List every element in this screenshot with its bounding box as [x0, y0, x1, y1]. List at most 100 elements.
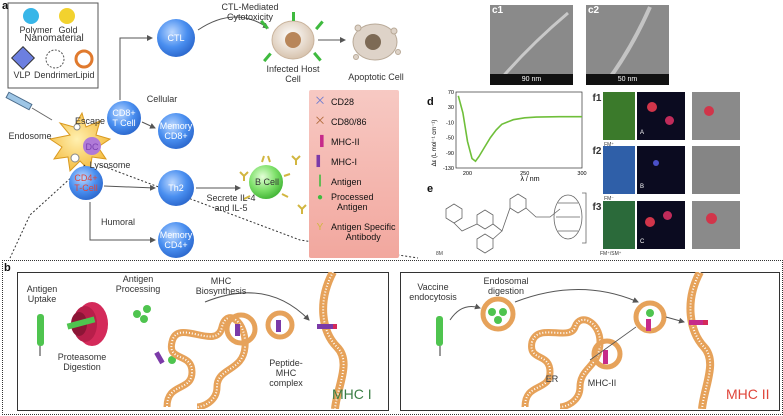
arrow-to-memory-cd8	[141, 121, 156, 129]
legend-item-processed: ● Processed Antigen	[313, 192, 374, 212]
antigen-uptake-label: Antigen Uptake	[26, 284, 58, 304]
polymer-icon	[23, 8, 39, 24]
vlp-label: VLP	[13, 70, 31, 80]
micrograph-c2: 50 nm	[586, 5, 669, 85]
nanomaterial-title: Nanomaterial	[24, 33, 84, 44]
mhc2-icon: ▐	[316, 136, 324, 147]
legend-box: ⨉ CD28 ⨉ CD80/86 ▐ MHC-II ▌ MHC-I ┃ Anti…	[309, 90, 399, 258]
memory-cd8-label: Memory CD8+	[159, 121, 193, 141]
f3-sub: FM⁺/SM⁺	[600, 251, 622, 257]
cd28-icon: ⨉	[316, 96, 324, 107]
f1-fluorescence-image: A	[637, 92, 685, 140]
fiber-strand	[604, 6, 652, 85]
panel-d-letter: d	[427, 96, 434, 108]
apoptotic-cell-icon	[352, 23, 401, 61]
surface-mhc2-icon	[689, 320, 703, 325]
processed-antigen-icon	[133, 310, 141, 318]
panel-a-schematic	[5, 2, 419, 259]
f3-tag: C	[640, 239, 645, 245]
nanomaterial-box	[7, 2, 99, 89]
dendritic-cell-icon	[48, 111, 112, 173]
mhc1-box	[17, 272, 389, 411]
processed-antigen-icon	[140, 315, 148, 323]
proteasome-icon	[66, 302, 108, 346]
panel-b-letter: b	[4, 262, 11, 274]
gold-label: Gold	[58, 25, 78, 35]
f1-3d-render	[603, 92, 635, 140]
syringe-icon	[5, 91, 53, 121]
mhc2-box	[400, 272, 780, 411]
f3-fluorescence-image: C	[637, 201, 685, 249]
y-tick-label: -10	[446, 120, 454, 126]
panel-c2-letter: c2	[588, 5, 600, 16]
infected-host-cell-icon	[260, 12, 324, 63]
th2-cell-icon	[158, 170, 194, 206]
scale-bar-c1: 90 nm	[490, 74, 573, 85]
antibody-icon: Y	[316, 222, 324, 233]
legend-label: Antigen Specific Antibody	[331, 222, 396, 242]
f3-3d-render	[603, 201, 635, 249]
bcell-label: B Cell	[254, 177, 279, 187]
panel-a-letter: a	[2, 0, 9, 12]
ctl-label: CTL	[167, 33, 185, 43]
chart-frame	[455, 91, 583, 169]
antigen-rod-icon	[37, 314, 44, 346]
mhc1-pathway-illustration	[37, 272, 348, 409]
vaccine-rod-icon	[436, 316, 443, 346]
cd8-tcell-icon	[107, 101, 141, 135]
surface-mhc1-icon	[317, 324, 333, 329]
x-tick-label: 250	[520, 171, 529, 177]
gold-icon	[59, 8, 75, 24]
panel-e-letter: e	[427, 183, 434, 195]
f3-overlay-image	[692, 201, 740, 249]
ctl-cell-icon	[157, 19, 195, 57]
plasma-membrane	[319, 272, 348, 409]
arrow-to-memory-cd4	[89, 202, 156, 243]
endosomal-digestion-label: Endosomal digestion	[483, 276, 529, 296]
polymer-label: Polymer	[19, 25, 53, 35]
panel-c1-letter: c1	[492, 5, 504, 16]
legend-label: CD80/86	[331, 116, 367, 127]
f2-sub: FM⁻	[604, 196, 614, 202]
humoral-label: Humoral	[100, 217, 135, 227]
vaccine-endocytosis-label: Vaccine endocytosis	[409, 282, 457, 302]
mhc1-molecule-icon	[235, 324, 240, 336]
arrow-to-th2	[103, 184, 156, 191]
golgi-vesicle	[224, 312, 258, 346]
lysosome-label: Lysosome	[89, 160, 131, 170]
bcell-icon	[243, 155, 291, 200]
cd80-icon: ⨉	[316, 116, 324, 127]
panel-f2-letter: f2	[592, 146, 602, 157]
legend-label: Antigen	[331, 176, 362, 187]
mhc-biosynthesis-label: MHC Biosynthesis	[195, 276, 247, 296]
legend-label: MHC-II	[331, 136, 360, 147]
legend-item-mhc1: ▌ MHC-I	[313, 156, 357, 167]
fiber-strand	[498, 11, 569, 81]
cd4-tcell-label: CD4+ T-Cell	[74, 173, 98, 193]
y-tick-label: -50	[446, 136, 454, 142]
memory-cd8-icon	[158, 113, 194, 149]
plasma-membrane	[686, 272, 715, 409]
y-tick-label: 70	[448, 90, 454, 96]
y-tick-label: -130	[443, 166, 454, 172]
f2-overlay-image	[692, 146, 740, 194]
mhc2-vesicle	[591, 338, 623, 370]
mhc2-molecule-icon	[603, 350, 608, 364]
mhc1-icon: ▌	[316, 156, 324, 167]
mhc1-molecule-icon	[154, 351, 165, 365]
chart-xlabel: λ / nm	[520, 176, 539, 183]
legend-label: Processed Antigen	[331, 192, 374, 212]
cd-series-line	[457, 95, 582, 163]
processed-antigen-icon	[143, 305, 151, 313]
peptide-mhc-label: Peptide- MHC complex	[269, 358, 303, 388]
legend-item-cd80: ⨉ CD80/86	[313, 116, 367, 127]
mhc2-title: MHC II	[726, 386, 770, 402]
antibody-icon	[239, 155, 307, 214]
legend-item-cd28: ⨉ CD28	[313, 96, 354, 107]
er-membrane	[521, 316, 604, 409]
legend-item-antibody: Y Antigen Specific Antibody	[313, 222, 396, 242]
memory-cd4-label: Memory CD4+	[159, 230, 193, 250]
cellular-label: Cellular	[146, 94, 178, 104]
antigen-icon: ┃	[316, 176, 324, 187]
